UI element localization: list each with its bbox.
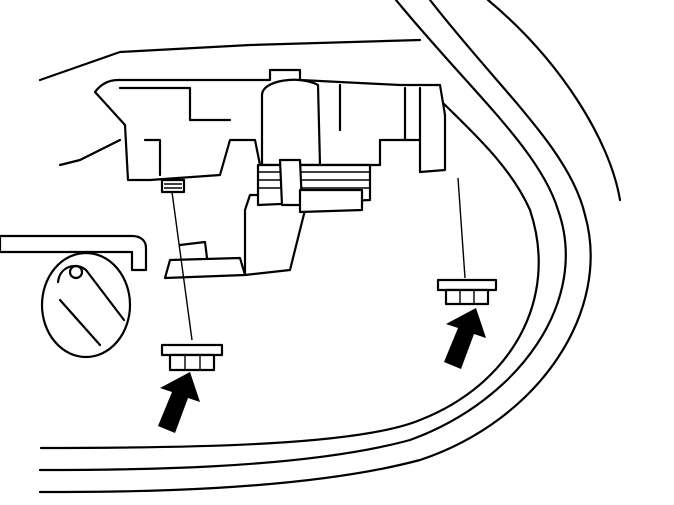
housing-outline (38, 0, 622, 494)
flange-nut-right (436, 278, 498, 306)
hex-key-tool (0, 234, 148, 272)
stud-left (160, 178, 193, 341)
arrow-right (444, 308, 486, 369)
bulb-socket (256, 78, 372, 214)
flange-nut-left (160, 343, 224, 372)
detail-inset (40, 251, 132, 359)
stud-right-guide (457, 177, 466, 279)
arrow-left (158, 372, 200, 433)
